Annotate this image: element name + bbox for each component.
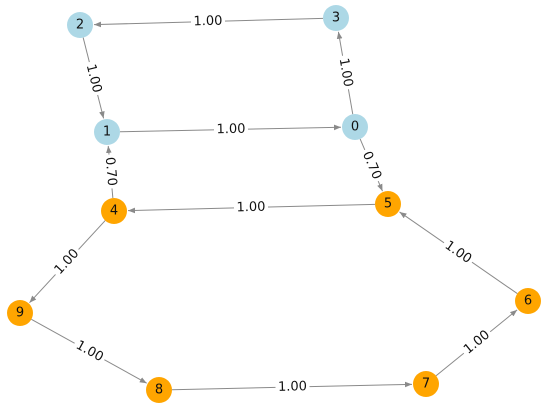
edge-label-background	[70, 335, 109, 367]
edge-weight-text: 1.00	[278, 379, 307, 395]
nodes-layer: 0 1 2 3 4 5 6 7 8 9	[7, 5, 541, 403]
node-circle	[342, 114, 368, 140]
edge-label-background	[357, 146, 387, 185]
edge-label-background	[213, 120, 249, 138]
node-label: 9	[16, 306, 24, 321]
node-3: 3	[323, 5, 349, 31]
edge-label-background	[190, 12, 226, 30]
edge-weight-text: 0.70	[359, 149, 384, 182]
edge-weight-text: 1.00	[336, 57, 356, 88]
edge-label-1-0: 1.00	[213, 120, 249, 138]
edge-label-background	[81, 59, 107, 97]
edge-label-9-8: 1.00	[70, 335, 109, 367]
node-label: 7	[422, 377, 430, 392]
edge-weight-text: 1.00	[216, 122, 245, 138]
node-circle	[323, 5, 349, 31]
node-label: 3	[332, 11, 340, 26]
node-label: 0	[351, 120, 359, 135]
node-circle	[94, 119, 120, 145]
node-0: 0	[342, 114, 368, 140]
node-6: 6	[515, 288, 541, 314]
node-label: 5	[384, 197, 392, 212]
edge-weight-text: 1.00	[236, 200, 265, 216]
edge-label-background	[48, 243, 85, 280]
node-circle	[515, 288, 541, 314]
edge-labels-layer: 1.00 1.00 1.00 1.00 0.70 0.70 1.00 1.00 1.00 1.00…	[48, 12, 496, 396]
edge-label-background	[334, 54, 358, 91]
edge-label-7-6: 1.00	[458, 324, 496, 360]
node-label: 8	[155, 383, 163, 398]
edge-label-background	[101, 153, 121, 190]
node-circle	[7, 300, 33, 326]
edge-weight-text: 1.00	[193, 14, 222, 30]
edges-layer	[29, 17, 518, 391]
node-label: 2	[76, 18, 84, 33]
edge-label-2-1: 1.00	[81, 59, 107, 97]
edge-label-4-1: 0.70	[101, 153, 121, 190]
node-8: 8	[146, 377, 172, 403]
node-2: 2	[67, 12, 93, 38]
edge-label-8-7: 1.00	[275, 377, 310, 396]
node-circle	[146, 377, 172, 403]
edge-weight-text: 1.00	[83, 63, 105, 95]
node-9: 9	[7, 300, 33, 326]
node-label: 1	[103, 125, 111, 140]
edge-weight-text: 0.70	[102, 156, 119, 186]
edge-label-background	[233, 198, 269, 216]
node-label: 6	[524, 294, 532, 309]
node-label: 4	[110, 204, 118, 219]
edge-label-background	[275, 377, 310, 396]
node-circle	[413, 371, 439, 397]
node-circle	[101, 198, 127, 224]
node-circle	[375, 191, 401, 217]
edge-label-0-3: 1.00	[334, 54, 358, 91]
edge-label-6-5: 1.00	[439, 235, 478, 269]
edge-label-background	[458, 324, 496, 360]
node-1: 1	[94, 119, 120, 145]
edge-label-5-4: 1.00	[233, 198, 269, 216]
edge-label-0-5: 0.70	[357, 146, 387, 185]
node-5: 5	[375, 191, 401, 217]
node-circle	[67, 12, 93, 38]
node-4: 4	[101, 198, 127, 224]
edge-label-3-2: 1.00	[190, 12, 226, 30]
edge-label-background	[439, 235, 478, 269]
node-7: 7	[413, 371, 439, 397]
